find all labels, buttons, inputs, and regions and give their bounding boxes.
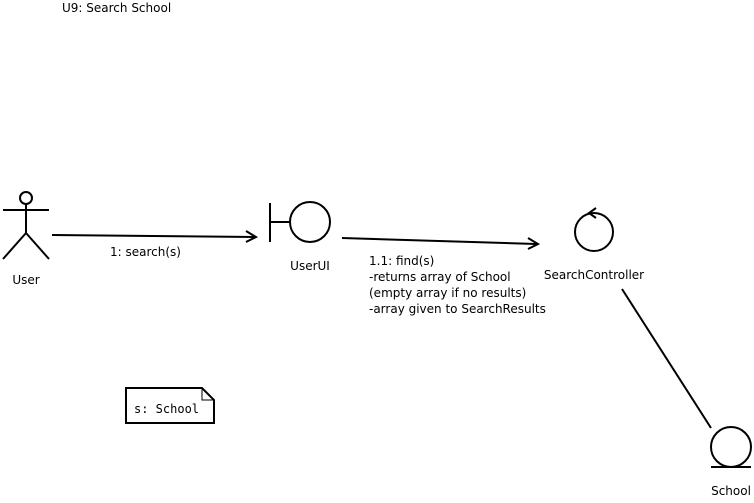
control-icon	[574, 207, 614, 252]
message-search-line	[51, 234, 256, 238]
diagram-title: U9: Search School	[62, 1, 171, 15]
arrowhead-icon	[527, 237, 541, 250]
note-s-school[interactable]: s: School	[125, 387, 215, 424]
entity-school[interactable]: School	[710, 426, 752, 498]
message-find-line-1: 1.1: find(s)	[369, 254, 434, 268]
boundary-userui-label: UserUI	[290, 259, 330, 273]
message-find-line	[341, 237, 537, 245]
arrowhead-icon	[245, 230, 259, 243]
actor-user[interactable]: User	[2, 191, 50, 287]
note-label: s: School	[134, 402, 199, 416]
message-find-line-3: (empty array if no results)	[369, 286, 526, 300]
boundary-icon	[269, 201, 331, 243]
control-searchcontroller-label: SearchController	[544, 268, 644, 282]
note-icon	[125, 387, 215, 424]
message-find-line-2: -returns array of School	[369, 270, 511, 284]
boundary-userui[interactable]: UserUI	[269, 201, 331, 273]
message-find[interactable]: 1.1: find(s) -returns array of School (e…	[341, 237, 546, 316]
stick-figure-icon	[2, 191, 50, 260]
association-link[interactable]	[621, 288, 712, 429]
message-search-label: 1: search(s)	[110, 245, 181, 259]
message-find-line-4: -array given to SearchResults	[369, 302, 546, 316]
message-search[interactable]: 1: search(s)	[51, 230, 259, 259]
entity-icon	[710, 426, 752, 468]
actor-user-label: User	[12, 273, 39, 287]
entity-school-label: School	[711, 484, 751, 498]
control-searchcontroller[interactable]: SearchController	[544, 207, 644, 282]
